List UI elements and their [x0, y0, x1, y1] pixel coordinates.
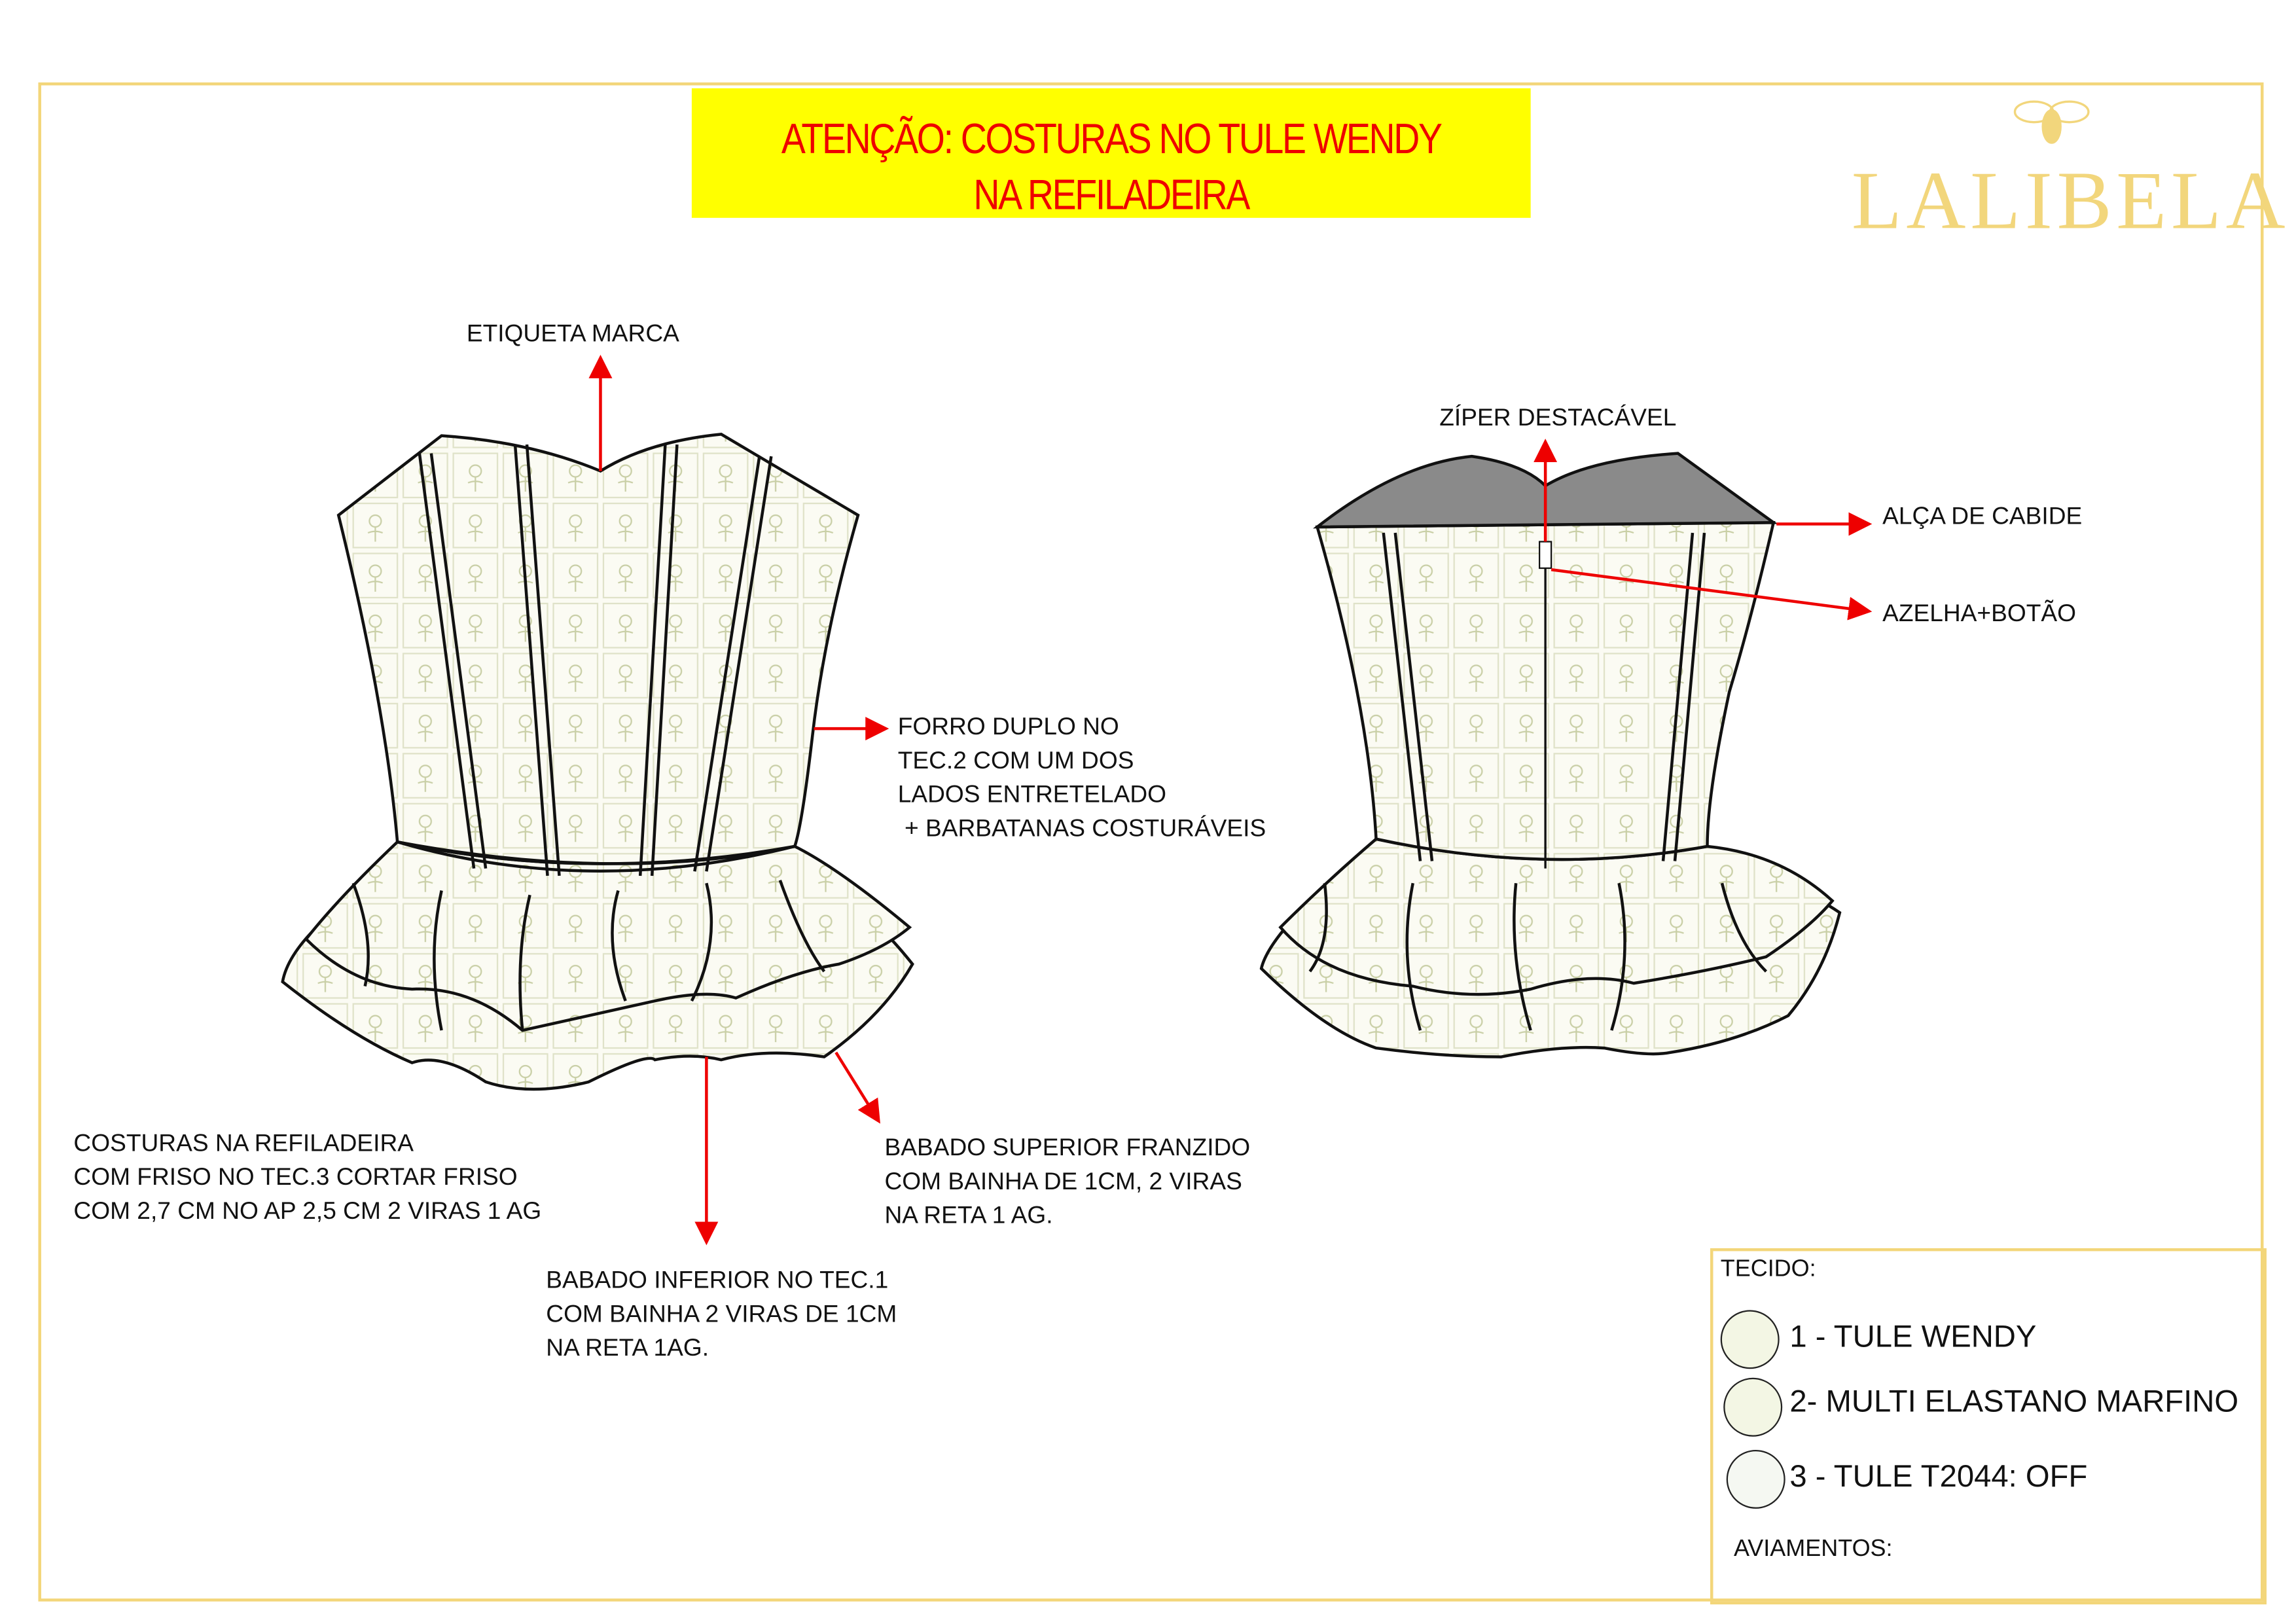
label-seams: COSTURAS NA REFILADEIRA COM FRISO NO TEC…	[73, 1130, 542, 1225]
label-lining: FORRO DUPLO NO TEC.2 COM UM DOS LADOS EN…	[897, 713, 1266, 842]
label-hanger-strap: ALÇA DE CABIDE	[1882, 503, 2083, 530]
front-bodice	[336, 433, 860, 865]
annotation-arrows	[588, 354, 1873, 1246]
warning-line-2: NA REFILADEIRA	[973, 172, 1250, 220]
legend-item-1: 1 - TULE WENDY	[1789, 1320, 2037, 1354]
front-waistband	[397, 840, 795, 873]
legend-title: TECIDO:	[1720, 1257, 1816, 1282]
warning-banner: ATENÇÃO: COSTURAS NO TULE WENDY NA REFIL…	[691, 88, 1531, 219]
page-border	[38, 82, 2264, 1602]
trims-label: AVIAMENTOS:	[1733, 1536, 1893, 1562]
front-view	[281, 433, 914, 1091]
swatch-3	[1726, 1449, 1785, 1509]
label-lower-ruffle: BABADO INFERIOR NO TEC.1 COM BAINHA 2 VI…	[546, 1267, 897, 1362]
back-view	[1259, 452, 1842, 1058]
warning-line-1: ATENÇÃO: COSTURAS NO TULE WENDY	[781, 116, 1443, 164]
legend-item-3: 3 - TULE T2044: OFF	[1789, 1460, 2088, 1494]
bee-logo-icon	[2013, 100, 2090, 144]
swatch-1	[1720, 1310, 1780, 1369]
swatch-2	[1723, 1377, 1783, 1437]
back-loop-button	[1539, 541, 1552, 569]
fabric-legend: TECIDO: 1 - TULE WENDY 2- MULTI ELASTANO…	[1710, 1248, 2267, 1605]
label-zipper: ZÍPER DESTACÁVEL	[1439, 405, 1677, 431]
label-brand-tag: ETIQUETA MARCA	[466, 321, 679, 348]
legend-item-2: 2- MULTI ELASTANO MARFINO	[1789, 1385, 2239, 1419]
label-loop-button: AZELHA+BOTÃO	[1882, 600, 2077, 627]
label-upper-ruffle: BABADO SUPERIOR FRANZIDO COM BAINHA DE 1…	[884, 1134, 1251, 1229]
brand-logo: LALIBELA	[1851, 156, 2290, 247]
